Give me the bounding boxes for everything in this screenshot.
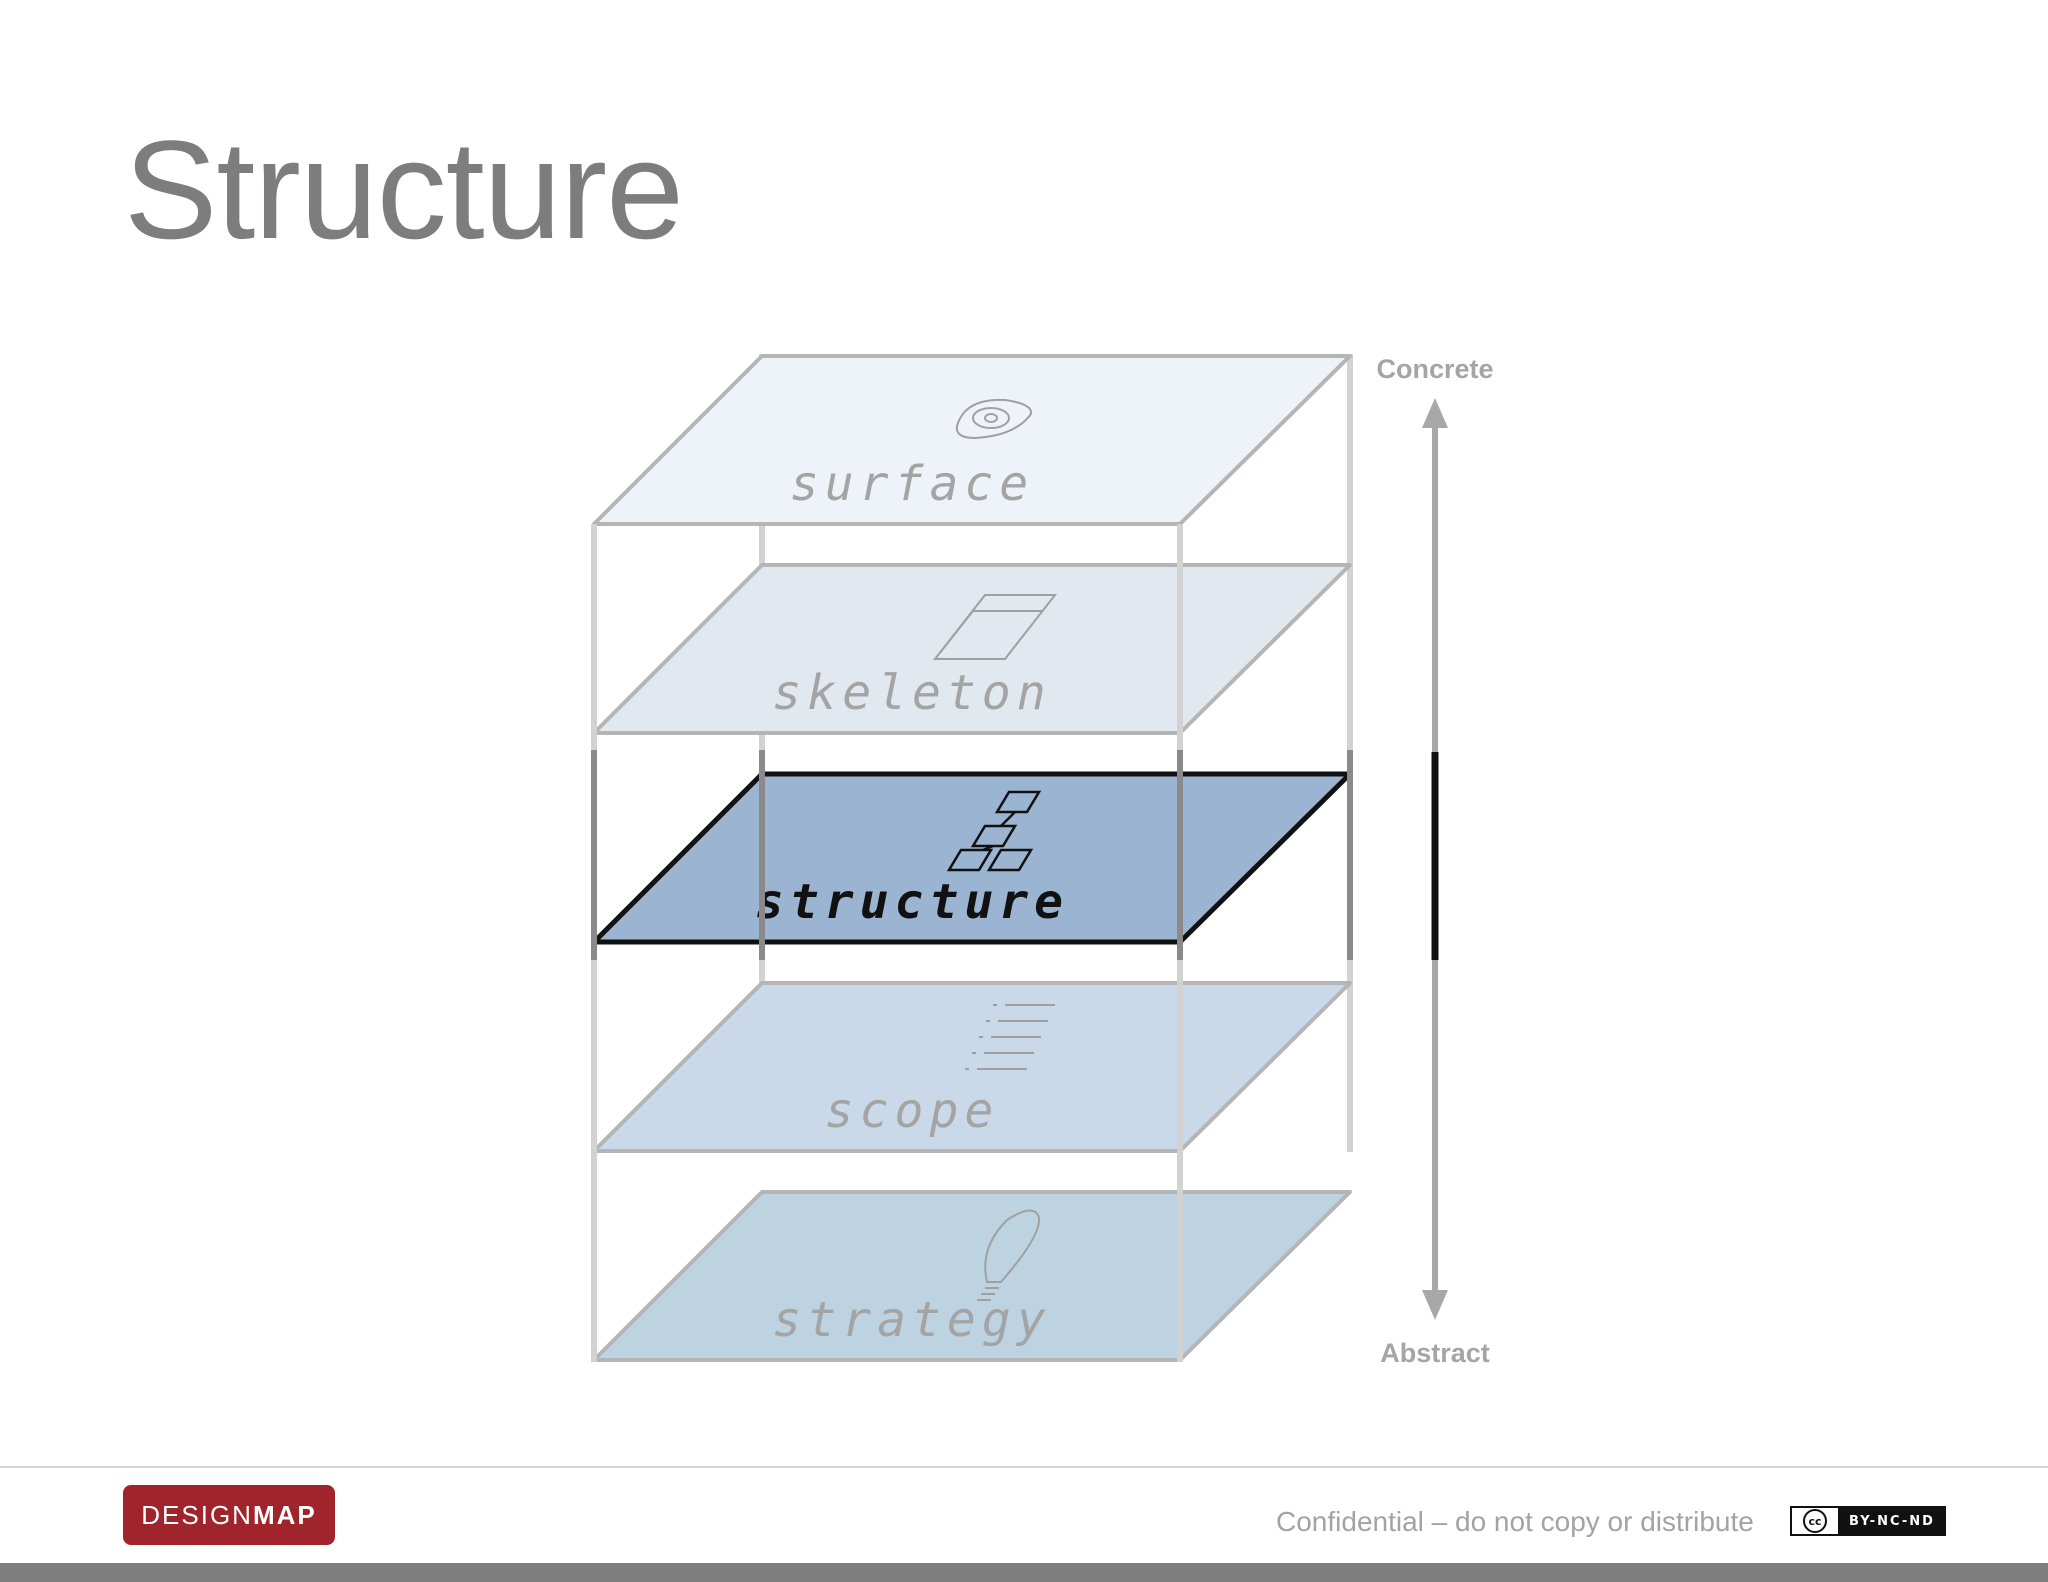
layer-label: scope: [825, 1083, 1000, 1139]
cc-icon: cc: [1792, 1508, 1840, 1534]
layer-surface: surface: [592, 354, 1352, 526]
footer-divider: [0, 1466, 2048, 1468]
bottom-bar: [0, 1563, 2048, 1582]
layer-label: structure: [755, 874, 1069, 930]
wireframe-icon: [932, 594, 1058, 660]
arrow-down-icon: [1422, 1290, 1448, 1320]
axis-bottom-label: Abstract: [1380, 1338, 1490, 1368]
layer-structure: structure: [591, 771, 1353, 945]
layer-label: strategy: [772, 1292, 1051, 1348]
concrete-abstract-axis: Concrete Abstract: [1376, 354, 1493, 1368]
arrow-up-icon: [1422, 398, 1448, 428]
cc-license-terms: BY-NC-ND: [1849, 1513, 1935, 1529]
layer-stack: surface skeleton structure scope strategy: [591, 354, 1353, 1362]
confidential-notice: Confidential – do not copy or distribute: [1276, 1506, 1754, 1537]
layer-label: skeleton: [772, 665, 1051, 721]
eye-icon: [955, 398, 1033, 440]
layer-strategy: strategy: [592, 1190, 1352, 1362]
lightbulb-icon: [977, 1209, 1041, 1301]
five-planes-diagram: surface skeleton structure scope strategy Co…: [591, 354, 1494, 1368]
layer-label: surface: [790, 456, 1034, 512]
flowchart-icon: [946, 790, 1042, 872]
layer-skeleton: skeleton: [592, 563, 1352, 735]
axis-top-label: Concrete: [1376, 354, 1493, 384]
layer-scope: scope: [592, 981, 1352, 1153]
creative-commons-badge: cc BY-NC-ND: [1790, 1506, 1946, 1536]
slide-title: Structure: [124, 111, 684, 268]
highlight-posts: [591, 750, 1353, 960]
list-icon: [965, 1004, 1055, 1070]
